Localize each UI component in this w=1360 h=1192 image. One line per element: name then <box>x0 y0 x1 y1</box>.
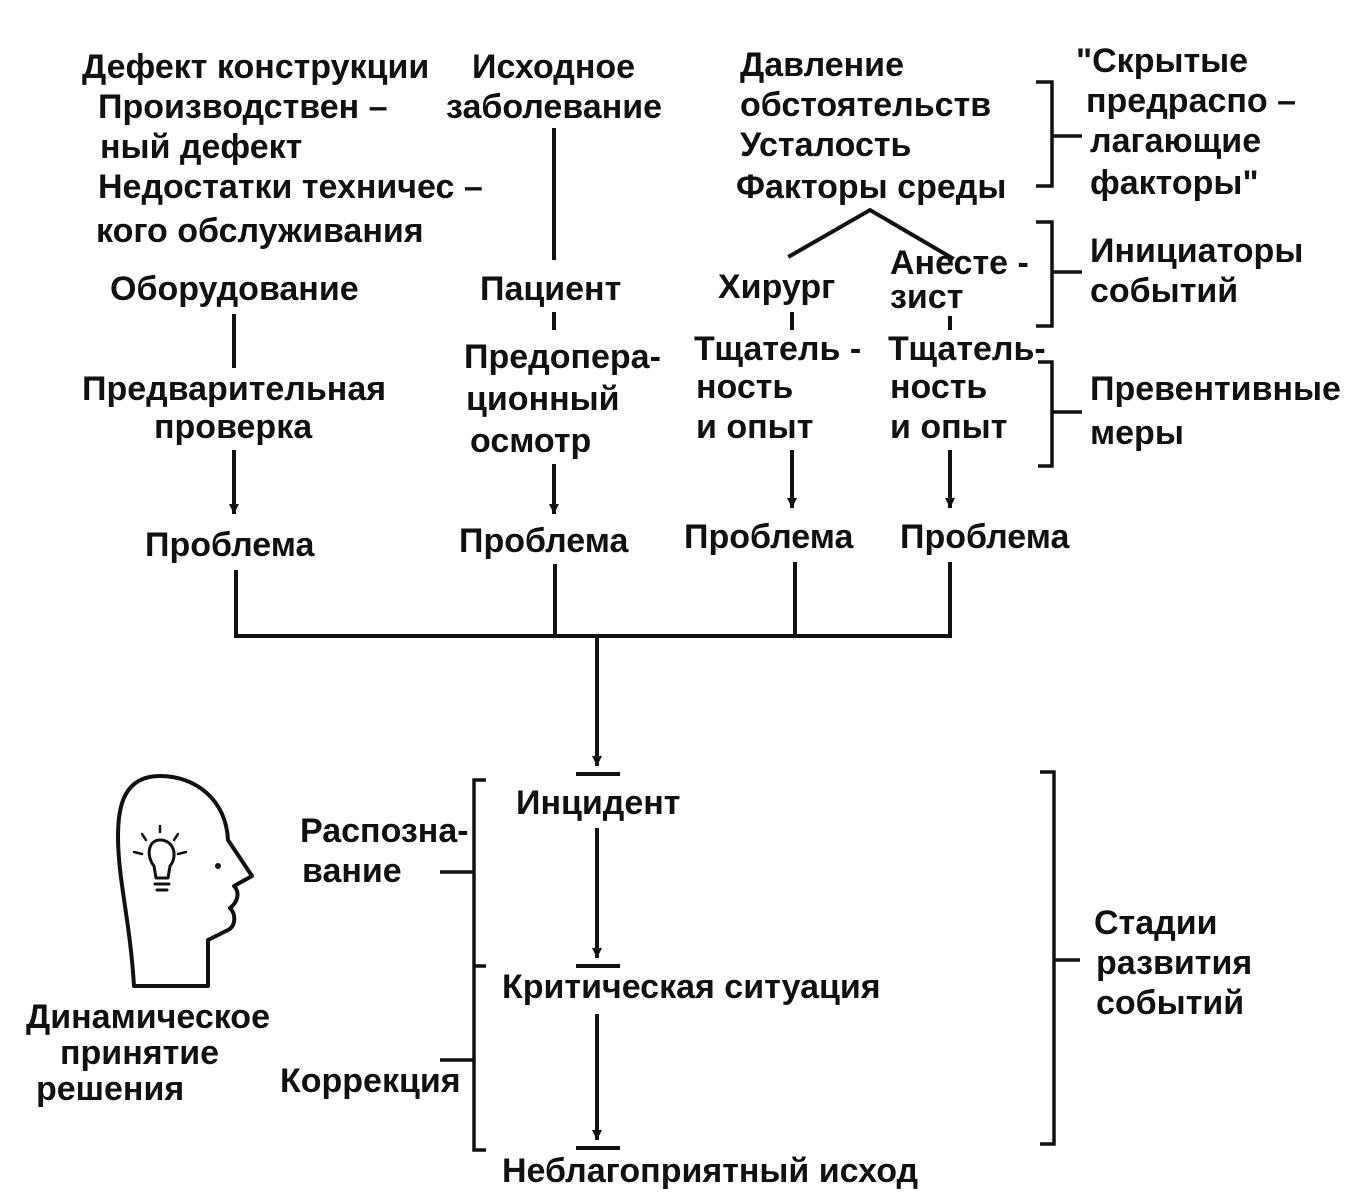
equipment-prevention-2: проверка <box>154 408 313 446</box>
surgeon-initiator: Хирург <box>718 268 835 306</box>
surgeon-problem: Проблема <box>684 518 854 556</box>
initiators-bracket <box>1036 220 1054 328</box>
right-labels: "Скрытые предраспо – лагающие факторы" И… <box>1036 42 1341 1146</box>
patient-initiator: Пациент <box>480 270 621 308</box>
decision-caption-2: принятие <box>60 1034 219 1072</box>
recognition-label-2: вание <box>302 852 402 890</box>
stage-critical-situation: Критическая ситуация <box>502 968 881 1006</box>
problem-merge-lines <box>234 562 952 776</box>
anesthetist-prevention-1: Тщатель- <box>888 330 1046 368</box>
anesthetist-initiator-2: зист <box>890 278 963 316</box>
preventive-label-1: Превентивные <box>1090 370 1341 408</box>
equipment-factor-4: Недостатки техничес – <box>98 168 483 206</box>
surgeon-column: Хирург Тщатель - ность и опыт Проблема <box>684 268 861 556</box>
equipment-factor-2: Производствен – <box>98 88 388 126</box>
recognition-label-1: Распозна- <box>300 812 469 850</box>
equipment-initiator: Оборудование <box>110 270 359 308</box>
left-bracket-group: Распозна- вание Коррекция <box>280 778 486 1152</box>
anesthetist-prevention-3: и опыт <box>890 408 1007 446</box>
shared-factor-1: Давление <box>740 46 904 84</box>
correction-label: Коррекция <box>280 1062 461 1100</box>
surgeon-prevention-3: и опыт <box>696 408 813 446</box>
equipment-problem: Проблема <box>145 526 315 564</box>
patient-prevention-2: ционный <box>466 380 620 418</box>
hidden-factors-label-4: факторы" <box>1090 164 1259 202</box>
stages-label-2: развития <box>1096 944 1252 982</box>
stage-adverse-outcome: Неблагоприятный исход <box>502 1152 918 1190</box>
stages-label-1: Стадии <box>1094 904 1218 942</box>
stage-incident: Инцидент <box>516 784 680 822</box>
shared-factor-4: Факторы среды <box>736 168 1006 206</box>
surgeon-prevention-1: Тщатель - <box>694 330 861 368</box>
hidden-factors-label-2: предраспо – <box>1086 82 1296 120</box>
patient-factor-1: Исходное <box>472 48 635 86</box>
anesthetist-prevention-2: ность <box>890 368 987 406</box>
hidden-factors-label-3: лагающие <box>1090 122 1261 160</box>
head-with-lightbulb-icon <box>116 774 254 988</box>
shared-factors: Давление обстоятельств Усталость Факторы… <box>736 46 1006 261</box>
patient-factor-2: заболевание <box>446 88 662 126</box>
stages-flow: Инцидент Критическая ситуация Неблагопри… <box>502 784 918 1190</box>
patient-problem: Проблема <box>459 522 629 560</box>
anesthetist-initiator-1: Анесте - <box>890 244 1029 282</box>
patient-column: Исходное заболевание Пациент Предопера- … <box>446 48 662 560</box>
equipment-factor-5: кого обслуживания <box>96 212 424 250</box>
shared-factor-2: обстоятельств <box>740 86 991 124</box>
decision-caption-3: решения <box>36 1070 184 1108</box>
stages-bracket <box>1040 770 1056 1146</box>
factor-split-lines <box>787 207 955 261</box>
patient-prevention-3: осмотр <box>470 422 591 460</box>
equipment-column: Дефект конструкции Производствен – ный д… <box>82 48 483 564</box>
surgeon-prevention-2: ность <box>696 368 793 406</box>
initiators-label-1: Инициаторы <box>1090 232 1303 270</box>
preventive-label-2: меры <box>1090 414 1184 452</box>
anesthetist-column: Анесте - зист Тщатель- ность и опыт Проб… <box>888 244 1070 556</box>
hidden-factors-label-1: "Скрытые <box>1076 42 1248 80</box>
anesthetist-problem: Проблема <box>900 518 1070 556</box>
initiators-label-2: событий <box>1090 272 1238 310</box>
decision-caption-1: Динамическое <box>26 998 270 1036</box>
patient-prevention-1: Предопера- <box>464 338 661 376</box>
decision-caption: Динамическое принятие решения <box>26 998 270 1108</box>
equipment-factor-1: Дефект конструкции <box>82 48 429 86</box>
preventive-bracket <box>1038 360 1054 468</box>
shared-factor-3: Усталость <box>740 126 911 164</box>
equipment-prevention-1: Предварительная <box>82 370 386 408</box>
equipment-factor-3: ный дефект <box>100 128 302 166</box>
hidden-factors-bracket <box>1036 80 1054 188</box>
stages-label-3: событий <box>1096 984 1244 1022</box>
